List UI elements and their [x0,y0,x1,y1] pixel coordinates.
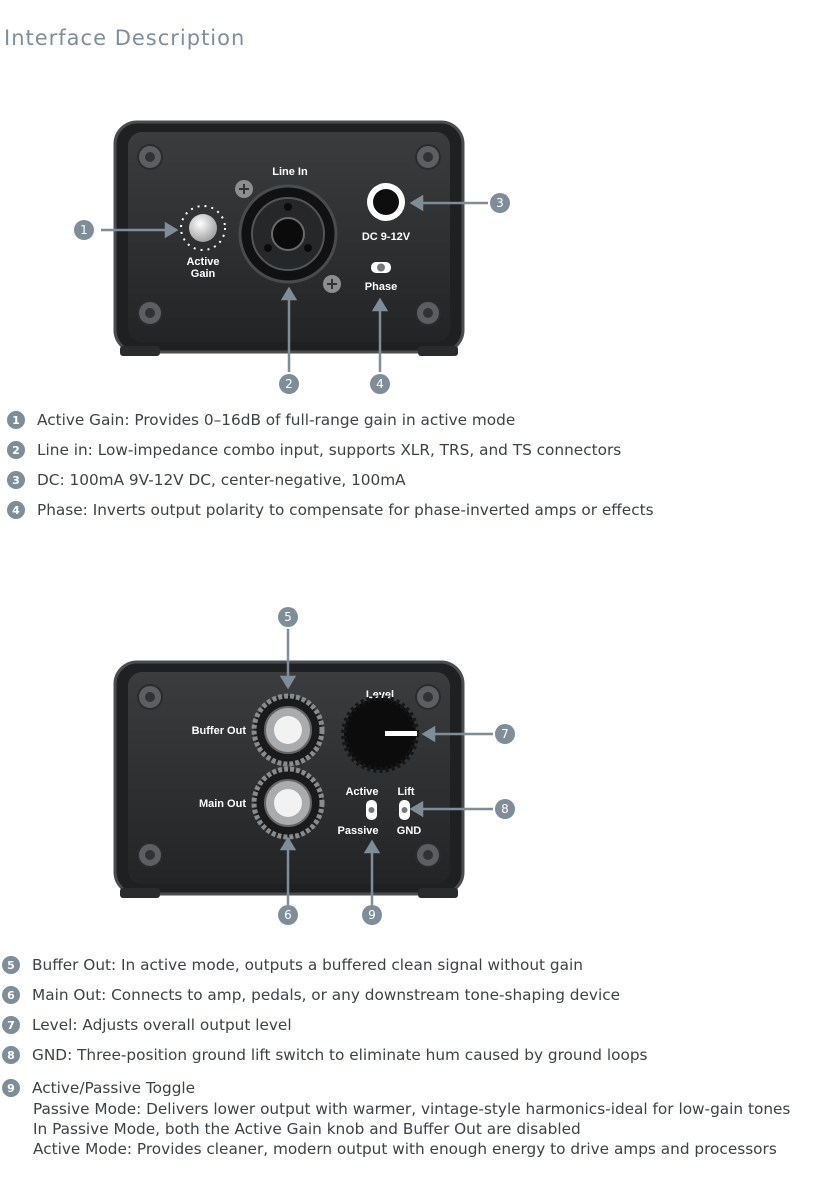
number-badge: 7 [2,1016,20,1034]
main-out-jack-icon [251,766,325,840]
item9-detail-line: In Passive Mode, both the Active Gain kn… [33,1120,581,1138]
active-gain-label-2: Gain [191,268,216,280]
svg-text:5: 5 [284,610,292,624]
number-badge: 5 [2,956,20,974]
item9-detail-line: Active Mode: Provides cleaner, modern ou… [33,1140,777,1158]
list-item-text: Buffer Out: In active mode, outputs a bu… [32,956,583,974]
callout-badge-2: 2 [279,374,299,394]
lift-label: Lift [397,786,414,798]
top-panel-figure: Active Gain Line In DC 9-12V Phase [0,110,815,400]
list-item: 7 Level: Adjusts overall output level [2,1013,292,1037]
phase-switch-icon [371,262,391,273]
number-badge: 9 [2,1079,20,1097]
callout-badge-7: 7 [495,724,515,744]
active-gain-knob-icon [180,205,226,251]
list-item-text: Active Gain: Provides 0–16dB of full-ran… [37,411,516,429]
active-passive-toggle-icon [366,800,377,820]
callout-badge-4: 4 [370,374,390,394]
active-gain-label-1: Active [186,256,219,268]
bottom-panel-figure: 5 Buffer Out Main Out Level Active Passi… [0,600,815,930]
callout-badge-6: 6 [278,905,298,925]
list-item-text: Main Out: Connects to amp, pedals, or an… [32,986,621,1004]
item9-detail-line: Passive Mode: Delivers lower output with… [33,1100,791,1118]
main-out-label: Main Out [199,798,246,810]
callout-badge-9: 9 [362,905,382,925]
svg-text:7: 7 [501,727,509,741]
mount-screw-icon [235,180,341,293]
callout-badge-5: 5 [278,607,298,627]
number-badge: 4 [7,501,25,519]
gnd-label: GND [397,825,422,837]
ground-lift-switch-icon [399,800,410,820]
list-item-text: Active/Passive Toggle [32,1079,196,1097]
svg-text:3: 3 [496,196,504,210]
svg-text:1: 1 [80,223,88,237]
list-item: 2 Line in: Low-impedance combo input, su… [7,438,621,462]
svg-text:6: 6 [284,908,292,922]
number-badge: 6 [2,986,20,1004]
phase-label: Phase [365,281,397,293]
list-item-text: Line in: Low-impedance combo input, supp… [37,441,622,459]
list-item: 5 Buffer Out: In active mode, outputs a … [2,953,583,977]
callout-badge-3: 3 [490,193,510,213]
list-item-text: Phase: Inverts output polarity to compen… [37,501,654,519]
list-item: 6 Main Out: Connects to amp, pedals, or … [2,983,620,1007]
buffer-out-jack-icon [251,693,325,767]
number-badge: 8 [2,1046,20,1064]
list-item: 8 GND: Three-position ground lift switch… [2,1043,648,1067]
list-item: 4 Phase: Inverts output polarity to comp… [7,498,654,522]
line-in-label: Line In [272,166,308,178]
svg-text:9: 9 [368,908,376,922]
number-badge: 2 [7,441,25,459]
number-badge: 1 [7,411,25,429]
list-item: 3 DC: 100mA 9V-12V DC, center-negative, … [7,468,406,492]
list-item-text: Level: Adjusts overall output level [32,1016,292,1034]
svg-text:2: 2 [285,377,293,391]
combo-jack-icon [238,184,338,284]
page-title: Interface Description [4,26,246,50]
list-item-text: GND: Three-position ground lift switch t… [32,1046,648,1064]
dc-label: DC 9-12V [362,231,411,243]
callout-badge-1: 1 [74,220,94,240]
svg-text:4: 4 [376,377,384,391]
number-badge: 3 [7,471,25,489]
list-item: 9 Active/Passive Toggle [2,1076,195,1100]
list-item-text: DC: 100mA 9V-12V DC, center-negative, 10… [37,471,406,489]
level-knob-icon [341,695,419,773]
active-label: Active [345,786,378,798]
buffer-out-label: Buffer Out [192,725,247,737]
list-item: 1 Active Gain: Provides 0–16dB of full-r… [7,408,515,432]
svg-text:8: 8 [501,802,509,816]
dc-jack-icon [367,183,405,221]
passive-label: Passive [338,825,379,837]
callout-badge-8: 8 [495,799,515,819]
